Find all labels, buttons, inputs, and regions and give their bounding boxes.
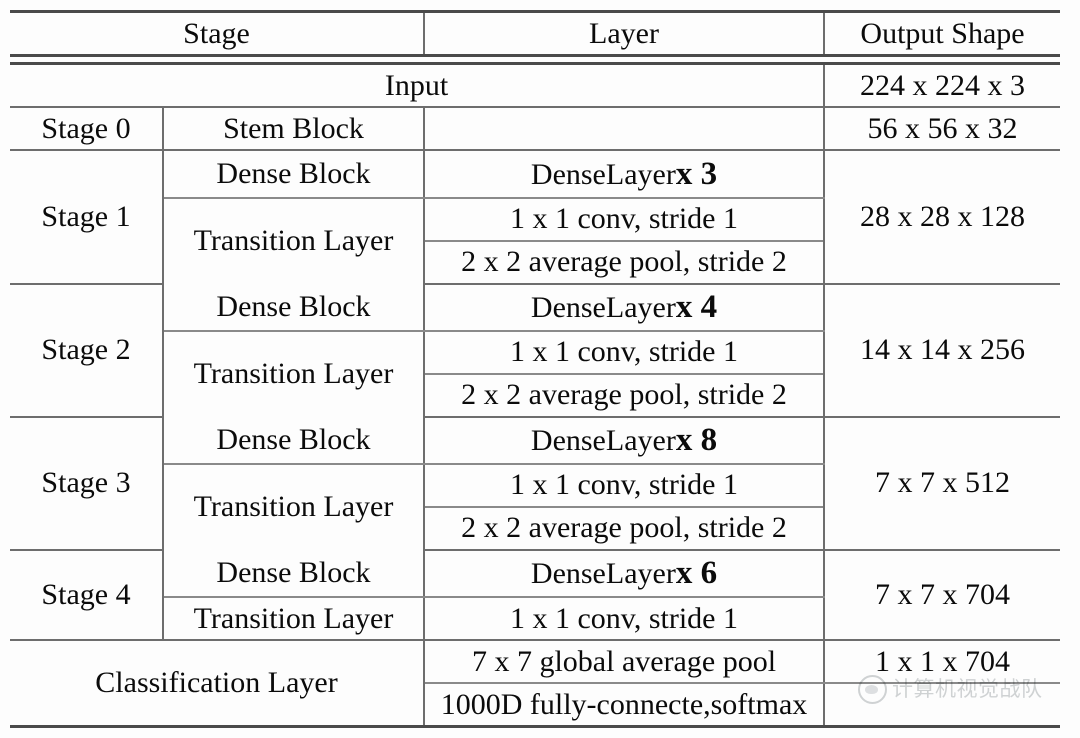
stage-1-dense-layer-mult: x 3: [675, 155, 718, 192]
stage-2-conv: 1 x 1 conv, stride 1: [424, 330, 824, 375]
stage-1-dense-layer-text: DenseLayer: [530, 157, 676, 191]
stage-4-dense-layer: DenseLayerx 6: [424, 549, 824, 598]
architecture-table-wrapper: Stage Layer Output Shape Input 224 x 224…: [10, 9, 1060, 728]
row-stage-0: Stage 0 Stem Block 56 x 56 x 32: [10, 107, 1060, 152]
stage-3-pool: 2 x 2 average pool, stride 2: [424, 506, 824, 551]
stage-2-dense-layer-mult: x 4: [675, 288, 718, 325]
stage-3-dense-layer-text: DenseLayer: [530, 423, 676, 457]
stage-2-shape: 14 x 14 x 256: [823, 283, 1060, 418]
header-output-shape: Output Shape: [823, 9, 1060, 57]
stage-2-dense-layer-text: DenseLayer: [530, 290, 676, 324]
input-shape: 224 x 224 x 3: [823, 63, 1060, 109]
classification-pool: 7 x 7 global average pool: [424, 639, 824, 684]
stage-1-pool: 2 x 2 average pool, stride 2: [424, 240, 824, 285]
architecture-table: Stage Layer Output Shape Input 224 x 224…: [10, 9, 1060, 728]
stage-3-dense-layer: DenseLayerx 8: [424, 416, 824, 465]
input-label: Input: [10, 63, 824, 109]
row-input: Input 224 x 224 x 3: [10, 63, 1060, 109]
table-header-row: Stage Layer Output Shape: [10, 9, 1060, 57]
row-stage-3-pool: 2 x 2 average pool, stride 2: [10, 506, 1060, 551]
classification-layer-label: Classification Layer: [10, 639, 425, 728]
stage-1-dense-layer: DenseLayerx 3: [424, 150, 824, 199]
stage-2-dense-block: Dense Block: [163, 283, 425, 332]
row-stage-2-dense: Stage 2 Dense Block DenseLayerx 4 14 x 1…: [10, 283, 1060, 418]
stage-4-conv: 1 x 1 conv, stride 1: [424, 596, 824, 641]
stage-4-dense-layer-mult: x 6: [675, 554, 718, 591]
row-stage-3-dense: Stage 3 Dense Block DenseLayerx 8 7 x 7 …: [10, 416, 1060, 551]
stage-1-transition-layer: Transition Layer: [163, 197, 425, 284]
stage-3-conv: 1 x 1 conv, stride 1: [424, 463, 824, 508]
row-stage-1-dense: Stage 1 Dense Block DenseLayerx 3 28 x 2…: [10, 150, 1060, 285]
stage-4-transition-layer: Transition Layer: [163, 596, 425, 641]
stage-2-dense-layer: DenseLayerx 4: [424, 283, 824, 332]
stage-1-shape: 28 x 28 x 128: [823, 150, 1060, 285]
header-stage: Stage: [10, 9, 424, 57]
stage-2-label: Stage 2: [10, 283, 164, 418]
classification-shape-second: [823, 682, 1060, 728]
row-classification-fc: 1000D fully-connecte,softmax: [10, 682, 1060, 728]
stage-0-block: Stem Block: [163, 107, 425, 152]
row-stage-4-dense: Stage 4 Dense Block DenseLayerx 6 7 x 7 …: [10, 549, 1060, 641]
header-rule-line: [10, 54, 1060, 66]
row-stage-4-transition: Transition Layer 1 x 1 conv, stride 1: [10, 596, 1060, 641]
stage-3-label: Stage 3: [10, 416, 164, 551]
stage-4-dense-layer-text: DenseLayer: [530, 556, 676, 590]
stage-0-label: Stage 0: [10, 107, 164, 152]
stage-3-dense-layer-mult: x 8: [675, 421, 718, 458]
classification-fc: 1000D fully-connecte,softmax: [424, 682, 824, 728]
row-stage-2-pool: 2 x 2 average pool, stride 2: [10, 373, 1060, 418]
stage-4-label: Stage 4: [10, 549, 164, 641]
row-stage-2-conv: Transition Layer 1 x 1 conv, stride 1: [10, 330, 1060, 417]
stage-2-transition-layer: Transition Layer: [163, 330, 425, 417]
stage-2-pool: 2 x 2 average pool, stride 2: [424, 373, 824, 418]
stage-1-conv: 1 x 1 conv, stride 1: [424, 197, 824, 242]
stage-3-transition-layer: Transition Layer: [163, 463, 425, 550]
classification-shape: 1 x 1 x 704: [823, 639, 1060, 684]
header-layer: Layer: [423, 9, 824, 57]
stage-4-shape: 7 x 7 x 704: [823, 549, 1060, 641]
stage-0-layer: [424, 107, 824, 152]
row-stage-1-pool: 2 x 2 average pool, stride 2: [10, 240, 1060, 285]
stage-0-shape: 56 x 56 x 32: [823, 107, 1060, 152]
stage-1-dense-block: Dense Block: [163, 150, 425, 199]
row-stage-3-conv: Transition Layer 1 x 1 conv, stride 1: [10, 463, 1060, 550]
row-stage-1-conv: Transition Layer 1 x 1 conv, stride 1: [10, 197, 1060, 284]
stage-3-shape: 7 x 7 x 512: [823, 416, 1060, 551]
stage-4-dense-block: Dense Block: [163, 549, 425, 598]
row-classification-pool: Classification Layer 7 x 7 global averag…: [10, 639, 1060, 728]
stage-1-label: Stage 1: [10, 150, 164, 285]
stage-3-dense-block: Dense Block: [163, 416, 425, 465]
header-double-rule: [10, 54, 1060, 66]
